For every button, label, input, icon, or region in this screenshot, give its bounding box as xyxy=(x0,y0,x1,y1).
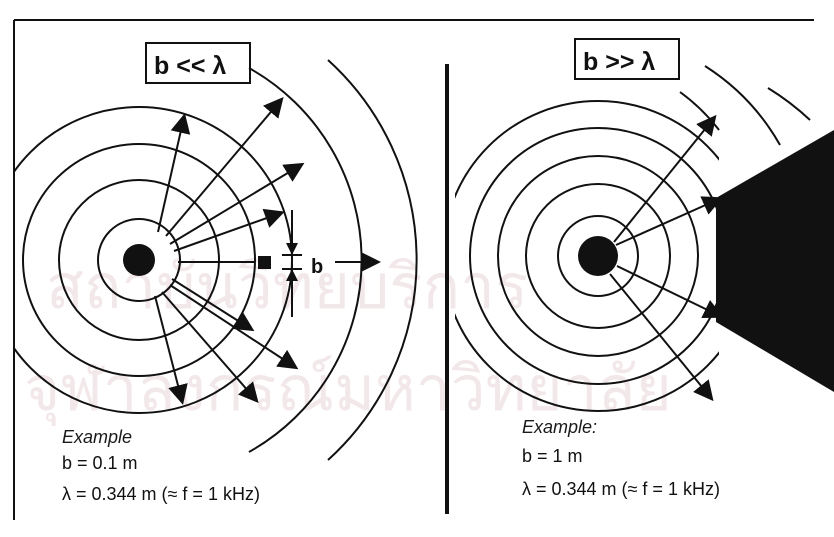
ray-arrow xyxy=(169,162,305,245)
large-obstacle xyxy=(716,130,834,392)
obstacle-size-label: b xyxy=(311,256,323,278)
right-example-wavelength: λ = 0.344 m (≈ f = 1 kHz) xyxy=(522,479,720,499)
left-condition-box xyxy=(145,42,251,84)
right-example-size: b = 1 m xyxy=(522,446,583,466)
wavefront-ring-3 xyxy=(497,155,699,357)
left-example-wavelength: λ = 0.344 m (≈ f = 1 kHz) xyxy=(62,484,260,504)
ray-arrow xyxy=(161,291,259,404)
right-condition-label: b >> λ xyxy=(583,48,655,76)
wavefront-ring-2 xyxy=(58,179,220,341)
obstacle-size-dimension xyxy=(282,210,302,317)
wavefront-ring-2 xyxy=(525,183,671,329)
ray-arrow xyxy=(169,284,299,370)
right-outer-wavefronts xyxy=(679,65,811,146)
ray-arrow xyxy=(609,273,714,402)
left-example-size: b = 0.1 m xyxy=(62,453,138,473)
right-wavefronts xyxy=(455,100,719,412)
wavefront-ring-1 xyxy=(97,218,181,302)
ray-arrow xyxy=(616,265,724,319)
right-sound-source xyxy=(578,236,618,276)
ray-arrow xyxy=(154,295,188,405)
ray-arrow xyxy=(171,278,255,332)
right-example-title: Example: xyxy=(522,417,597,437)
ray-arrow xyxy=(173,208,285,252)
left-panel: b << λ xyxy=(14,42,418,504)
ray-arrow xyxy=(165,96,284,237)
ray-arrow xyxy=(613,114,717,243)
watermark-line-1: สถาบันวิทยบริการ xyxy=(46,250,528,323)
ray-arrow xyxy=(157,113,191,233)
wavefront-ring-4 xyxy=(469,127,719,385)
left-condition-label: b << λ xyxy=(154,52,226,80)
wavefront-arc-6 xyxy=(327,59,418,461)
watermark-line-2: จุฬาลงกรณ์มหาวิทยาลัย xyxy=(24,352,672,426)
left-wavefronts xyxy=(14,59,418,461)
wavefront-ring-5 xyxy=(455,100,719,412)
left-example-title: Example xyxy=(62,427,132,447)
small-obstacle xyxy=(258,256,271,269)
right-panel: b >> λ Example: b = 1 m λ = 0.344 xyxy=(455,38,834,499)
right-condition-box xyxy=(574,38,680,80)
left-sound-source xyxy=(123,244,155,276)
wavefront-ring-3 xyxy=(22,143,256,377)
ray-arrow xyxy=(615,196,723,246)
wavefront-ring-1 xyxy=(557,215,639,297)
